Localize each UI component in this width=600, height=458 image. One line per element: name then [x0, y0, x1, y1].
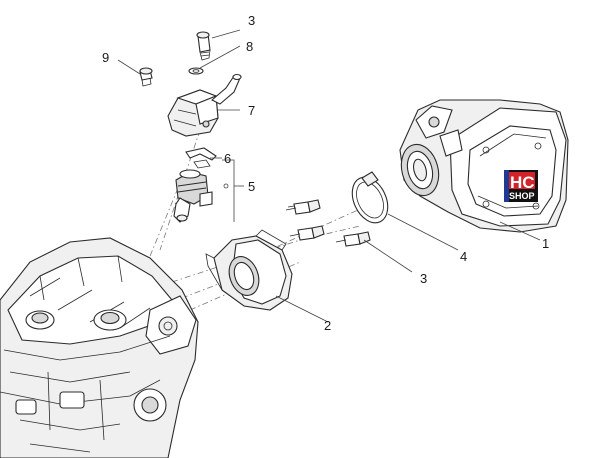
callout-8: 8 [246, 39, 253, 54]
leader-lines [117, 29, 541, 323]
part-9-plug [139, 67, 153, 87]
watermark-blue-bar [504, 170, 509, 202]
part-1-throttle-body [399, 99, 569, 233]
part-3-screw-top [196, 31, 211, 61]
callout-labels: 3 8 9 7 6 5 3 4 1 2 [102, 13, 549, 333]
callout-7: 7 [248, 103, 255, 118]
watermark-hc-text: HC [510, 173, 535, 192]
part-8-washer [188, 67, 204, 75]
callout-3-bottom: 3 [420, 271, 427, 286]
callout-9: 9 [102, 50, 109, 65]
part-5-injector [173, 169, 213, 223]
callout-5: 5 [248, 179, 255, 194]
callout-3-top: 3 [248, 13, 255, 28]
callout-2: 2 [324, 318, 331, 333]
part-7-injector-cover [167, 73, 242, 137]
hc-shop-watermark: HC SHOP [504, 170, 538, 202]
callout-1: 1 [542, 236, 549, 251]
part-6-clip [185, 147, 217, 169]
watermark-red-block [509, 172, 535, 189]
watermark-shop-text: SHOP [509, 191, 535, 201]
callout-6: 6 [224, 151, 231, 166]
part-2-intake-manifold [205, 229, 293, 311]
part-3-bolts [285, 199, 371, 247]
part-4-hose-clamp [351, 171, 389, 224]
engine-cylinder-head [0, 237, 199, 458]
callout-4: 4 [460, 249, 467, 264]
